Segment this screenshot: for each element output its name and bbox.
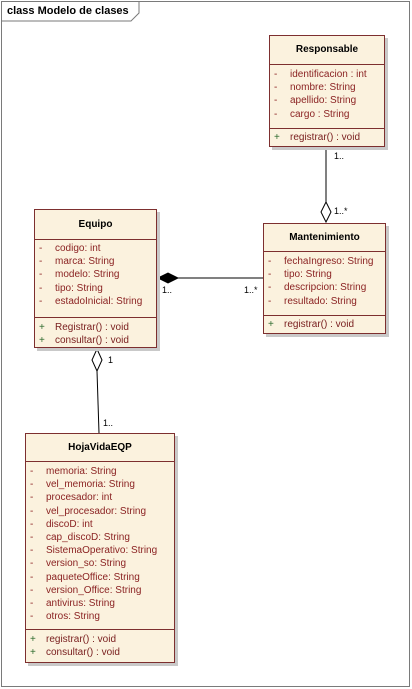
attribute-text: antivirus: String xyxy=(46,597,115,609)
operation-text: registrar() : void xyxy=(290,132,361,143)
attribute-text: procesador: int xyxy=(46,492,113,504)
class-equipo[interactable]: Equipo -codigo: int -marca: String -mode… xyxy=(34,209,157,348)
attribute-text: resultado: String xyxy=(284,295,357,307)
multiplicity-mantenimiento-left: 1..* xyxy=(244,285,258,295)
operation-text: Registrar() : void xyxy=(55,322,129,333)
multiplicity-equipo-bottom: 1 xyxy=(108,355,114,365)
attribute-text: vel_memoria: String xyxy=(46,479,135,491)
multiplicity-equipo-right: 1.. xyxy=(162,285,173,295)
attribute-text: discoD: int xyxy=(46,518,93,530)
operation-text: registrar() : void xyxy=(46,634,117,645)
attribute-text: otros: String xyxy=(46,611,100,623)
frame-label: class Modelo de clases xyxy=(7,5,129,17)
class-mantenimiento[interactable]: Mantenimiento -fechaIngreso: String -tip… xyxy=(263,223,386,334)
multiplicity-mantenimiento-top: 1..* xyxy=(334,206,348,216)
attribute-row: -apellido: String xyxy=(274,95,357,107)
attribute-text: memoria: String xyxy=(46,466,117,477)
operation-row: +consultar() : void xyxy=(30,647,120,659)
attribute-row: -estadoInicial: String xyxy=(39,295,143,307)
operations-section: +Registrar() : void +consultar() : void xyxy=(35,317,156,347)
attribute-row: -discoD: int xyxy=(30,518,93,530)
attribute-row: -otros: String xyxy=(30,611,100,623)
class-name: Responsable xyxy=(295,44,359,55)
attribute-row: -tipo: String xyxy=(268,269,332,281)
attribute-row: -identificacion : int xyxy=(274,69,367,80)
attribute-row: -SistemaOperativo: String xyxy=(30,545,158,557)
attribute-text: cap_discoD: String xyxy=(46,531,130,543)
attribute-text: apellido: String xyxy=(290,95,357,107)
multiplicity-hojavida-top: 1.. xyxy=(103,418,114,428)
attribute-row: -codigo: int xyxy=(39,243,101,254)
attribute-text: tipo: String xyxy=(55,282,103,294)
attribute-row: -memoria: String xyxy=(30,466,117,477)
composition-diamond-equipo xyxy=(156,272,180,284)
attribute-text: identificacion : int xyxy=(290,69,367,80)
attribute-row: -vel_procesador: String xyxy=(30,505,147,517)
class-name: Equipo xyxy=(78,219,113,230)
attribute-row: -version_Office: String xyxy=(30,584,142,596)
attribute-row: -version_so: String xyxy=(30,558,127,570)
class-name: HojaVidaEQP xyxy=(68,442,132,453)
attribute-text: tipo: String xyxy=(284,269,332,281)
attributes-section: -codigo: int -marca: String -modelo: Str… xyxy=(35,239,156,317)
attributes-section: -fechaIngreso: String -tipo: String -des… xyxy=(264,251,385,315)
operations-section: +registrar() : void +consultar() : void xyxy=(26,629,174,659)
attribute-text: modelo: String xyxy=(55,269,120,281)
operations-section: +registrar() : void xyxy=(270,128,384,144)
attribute-row: -paqueteOffice: String xyxy=(30,571,140,583)
attribute-text: paqueteOffice: String xyxy=(46,571,140,583)
class-responsable[interactable]: Responsable -identificacion : int -nombr… xyxy=(269,35,385,147)
operation-text: consultar() : void xyxy=(46,647,120,659)
operation-text: registrar() : void xyxy=(284,319,355,330)
operation-row: +consultar() : void xyxy=(39,335,129,347)
attribute-text: descripcion: String xyxy=(284,282,367,294)
attribute-text: nombre: String xyxy=(290,82,356,94)
aggregation-diamond-equipo xyxy=(91,347,103,373)
multiplicity-responsable: 1.. xyxy=(334,151,345,161)
attribute-row: -vel_memoria: String xyxy=(30,479,135,491)
operation-text: consultar() : void xyxy=(55,335,129,347)
attribute-row: -modelo: String xyxy=(39,269,120,281)
equipo-hojavida-line xyxy=(96,370,100,434)
operation-row: +registrar() : void xyxy=(274,132,361,143)
operations-section: +registrar() : void xyxy=(264,315,385,331)
attribute-text: cargo : String xyxy=(290,108,350,120)
attribute-text: fechaIngreso: String xyxy=(284,256,374,267)
attribute-row: -descripcion: String xyxy=(268,282,367,294)
attribute-row: -cargo : String xyxy=(274,108,350,120)
attribute-row: -cap_discoD: String xyxy=(30,531,130,543)
attribute-text: marca: String xyxy=(55,256,115,268)
class-name: Mantenimiento xyxy=(289,232,360,243)
attribute-text: version_Office: String xyxy=(46,584,142,596)
attribute-row: -nombre: String xyxy=(274,82,356,94)
attribute-row: -procesador: int xyxy=(30,492,113,504)
aggregation-diamond-mantenimiento xyxy=(320,200,332,224)
attribute-text: estadoInicial: String xyxy=(55,295,143,307)
attributes-section: -identificacion : int -nombre: String -a… xyxy=(270,64,384,128)
attribute-row: -antivirus: String xyxy=(30,597,115,609)
attribute-row: -resultado: String xyxy=(268,295,357,307)
attribute-text: SistemaOperativo: String xyxy=(46,545,158,557)
operation-row: +Registrar() : void xyxy=(39,322,129,333)
operation-row: +registrar() : void xyxy=(30,634,117,645)
class-hojavidaeqp[interactable]: HojaVidaEQP -memoria: String -vel_memori… xyxy=(25,433,175,663)
operation-row: +registrar() : void xyxy=(268,319,355,330)
attribute-row: -tipo: String xyxy=(39,282,103,294)
attribute-row: -fechaIngreso: String xyxy=(268,256,374,267)
attributes-section: -memoria: String -vel_memoria: String -p… xyxy=(26,461,174,629)
attribute-row: -marca: String xyxy=(39,256,115,268)
attribute-text: vel_procesador: String xyxy=(46,505,147,517)
attribute-text: version_so: String xyxy=(46,558,127,570)
frame-tab-outline xyxy=(2,2,140,22)
attribute-text: codigo: int xyxy=(55,243,101,254)
